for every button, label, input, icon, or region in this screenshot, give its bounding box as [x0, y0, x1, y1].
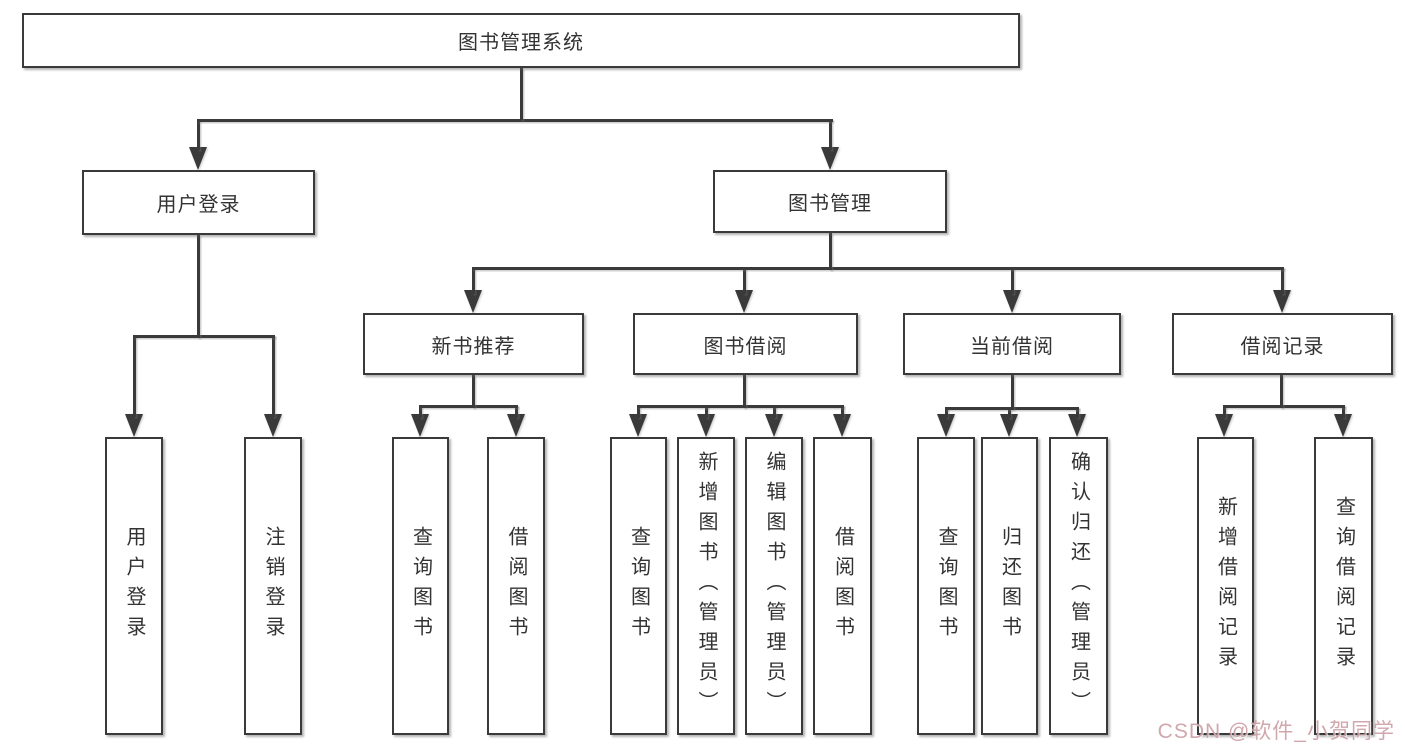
leaf-query-borrow-record: 查询借阅记录 — [1314, 437, 1373, 735]
node-label: 用户登录 — [156, 194, 241, 216]
leaf-label: 查询图书 — [409, 526, 432, 646]
leaf-query-books-current: 查询图书 — [917, 437, 975, 735]
connector-line — [519, 68, 523, 120]
arrow-down-icon — [507, 414, 525, 437]
leaf-label: 注销登录 — [262, 526, 284, 646]
connector-line — [828, 119, 832, 150]
connector-line — [418, 405, 518, 408]
connector-line — [742, 375, 746, 408]
arrow-down-icon — [937, 414, 955, 437]
arrow-down-icon — [697, 414, 715, 437]
connector-line — [471, 375, 475, 408]
leaf-label: 查询图书 — [627, 526, 650, 646]
arrow-down-icon — [264, 414, 282, 437]
leaf-edit-book-admin: 编辑图书（管理员） — [745, 437, 803, 735]
arrow-down-icon — [1068, 414, 1086, 437]
connector-line — [132, 335, 136, 417]
leaf-label: 查询借阅记录 — [1332, 496, 1355, 676]
node-label: 借阅记录 — [1240, 335, 1325, 358]
leaf-query-books-borrowing: 查询图书 — [610, 437, 667, 735]
arrow-down-icon — [821, 147, 839, 170]
connector-line — [636, 405, 640, 418]
connector-line — [471, 267, 475, 294]
connector-line — [514, 405, 518, 418]
arrow-down-icon — [833, 414, 851, 437]
node-book-management: 图书管理 — [713, 170, 947, 233]
leaf-label: 新增借阅记录 — [1214, 496, 1237, 676]
node-label: 图书管理 — [788, 193, 872, 215]
arrow-down-icon — [411, 414, 429, 437]
connector-line — [772, 405, 776, 418]
arrow-down-icon — [1215, 414, 1233, 437]
connector-line — [197, 119, 833, 122]
leaf-query-books-recommend: 查询图书 — [392, 437, 449, 735]
leaf-return-books: 归还图书 — [981, 437, 1038, 735]
connector-line — [1222, 405, 1226, 418]
arrow-down-icon — [765, 414, 783, 437]
connector-line — [132, 335, 275, 338]
arrow-down-icon — [1000, 414, 1018, 437]
arrow-down-icon — [189, 147, 207, 170]
node-new-book-recommend: 新书推荐 — [363, 313, 584, 375]
connector-line — [636, 405, 844, 408]
connector-line — [828, 233, 832, 270]
node-user-login: 用户登录 — [82, 170, 315, 235]
arrow-down-icon — [629, 414, 647, 437]
leaf-add-book-admin: 新增图书（管理员） — [677, 437, 735, 735]
leaf-label: 确认归还（管理员） — [1067, 451, 1090, 721]
connector-line — [418, 405, 422, 418]
connector-line — [1341, 405, 1345, 418]
arrow-down-icon — [1003, 290, 1021, 313]
leaf-label: 借阅图书 — [831, 526, 854, 646]
arrow-down-icon — [464, 290, 482, 313]
node-label: 新书推荐 — [431, 335, 516, 358]
connector-line — [196, 119, 200, 150]
arrow-down-icon — [125, 414, 143, 437]
connector-line — [1279, 375, 1283, 408]
leaf-confirm-return-admin: 确认归还（管理员） — [1049, 437, 1108, 735]
leaf-label: 编辑图书（管理员） — [763, 451, 785, 721]
connector-line — [1007, 407, 1011, 418]
connector-line — [1222, 405, 1345, 408]
connector-line — [1010, 267, 1014, 294]
node-label: 当前借阅 — [970, 335, 1054, 358]
node-label: 图书借阅 — [703, 335, 788, 358]
leaf-logout: 注销登录 — [244, 437, 302, 735]
connector-line — [1075, 407, 1079, 418]
connector-line — [944, 407, 948, 418]
node-label: 图书管理系统 — [458, 32, 584, 54]
leaf-label: 用户登录 — [123, 526, 145, 646]
node-book-borrowing: 图书借阅 — [633, 313, 858, 375]
leaf-borrow-books-borrowing: 借阅图书 — [813, 437, 872, 735]
leaf-label: 借阅图书 — [505, 526, 527, 646]
arrow-down-icon — [735, 290, 753, 313]
leaf-user-login: 用户登录 — [105, 437, 163, 735]
connector-line — [1280, 267, 1284, 294]
node-borrowing-records: 借阅记录 — [1172, 313, 1393, 375]
connector-line — [840, 405, 844, 418]
connector-line — [704, 405, 708, 418]
connector-line — [1010, 375, 1014, 410]
connector-line — [742, 267, 746, 294]
arrow-down-icon — [1334, 414, 1352, 437]
leaf-label: 归还图书 — [998, 526, 1021, 646]
connector-line — [196, 235, 200, 338]
connector-line — [271, 335, 275, 417]
leaf-label: 查询图书 — [935, 526, 957, 646]
node-current-borrowing: 当前借阅 — [903, 313, 1121, 375]
leaf-borrow-books-recommend: 借阅图书 — [487, 437, 545, 735]
node-library-system-root: 图书管理系统 — [22, 13, 1020, 68]
leaf-label: 新增图书（管理员） — [695, 451, 717, 721]
leaf-add-borrow-record: 新增借阅记录 — [1197, 437, 1254, 735]
arrow-down-icon — [1273, 290, 1291, 313]
connector-line — [471, 267, 1284, 270]
